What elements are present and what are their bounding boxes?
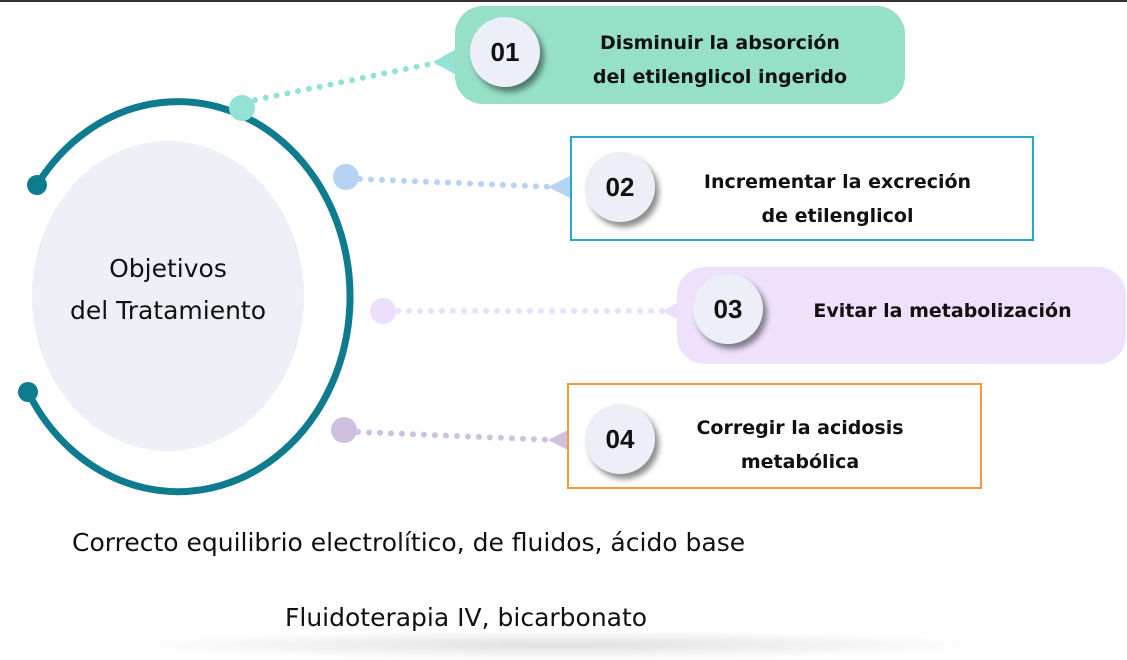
- objective-label-01: Disminuir la absorción del etilenglicol …: [555, 26, 885, 94]
- diagram-graphics: [18, 48, 686, 496]
- number-badge-03: 03: [693, 274, 763, 344]
- outer-ring: [24, 98, 354, 496]
- objective-01-line1: Disminuir la absorción: [600, 32, 840, 54]
- node-03: [370, 298, 396, 324]
- node-04: [331, 417, 357, 443]
- objective-01-line2: del etilenglicol ingerido: [592, 66, 848, 88]
- node-01: [229, 95, 255, 121]
- objective-label-04: Corregir la acidosis metabólica: [665, 411, 935, 479]
- center-title: Objetivos del Tratamiento: [33, 248, 303, 332]
- objective-02-line1: Incrementar la excreción: [703, 171, 972, 193]
- node-02: [333, 164, 359, 190]
- arrow-02: [548, 175, 572, 199]
- top-border: [0, 0, 1127, 2]
- bottom-shadow: [120, 630, 1000, 660]
- ring-end-bottom: [18, 382, 38, 402]
- ring-end-top: [27, 175, 47, 195]
- center-title-line1: Objetivos: [109, 254, 227, 283]
- center-title-line2: del Tratamiento: [69, 296, 267, 325]
- center-circle: [32, 141, 304, 451]
- connector-04: [355, 429, 558, 443]
- arrow-04: [548, 428, 572, 452]
- objective-03-line1: Evitar la metabolización: [813, 300, 1072, 322]
- number-badge-01: 01: [470, 17, 540, 87]
- connector-01: [252, 59, 443, 103]
- objective-02-line2: de etilenglicol: [761, 205, 914, 227]
- arrow-01: [433, 48, 458, 76]
- number-badge-04: 04: [585, 404, 655, 474]
- number-badge-02: 02: [585, 152, 655, 222]
- footer-line-2: Fluidoterapia IV, bicarbonato: [285, 603, 648, 632]
- objective-label-02: Incrementar la excreción de etilenglicol: [665, 165, 1010, 233]
- objective-04-line1: Corregir la acidosis: [696, 417, 904, 439]
- objective-label-03: Evitar la metabolización: [780, 294, 1105, 328]
- connector-02: [357, 176, 558, 190]
- objective-04-line2: metabólica: [740, 451, 860, 473]
- footer-line-1: Correcto equilibrio electrolítico, de fl…: [72, 528, 746, 557]
